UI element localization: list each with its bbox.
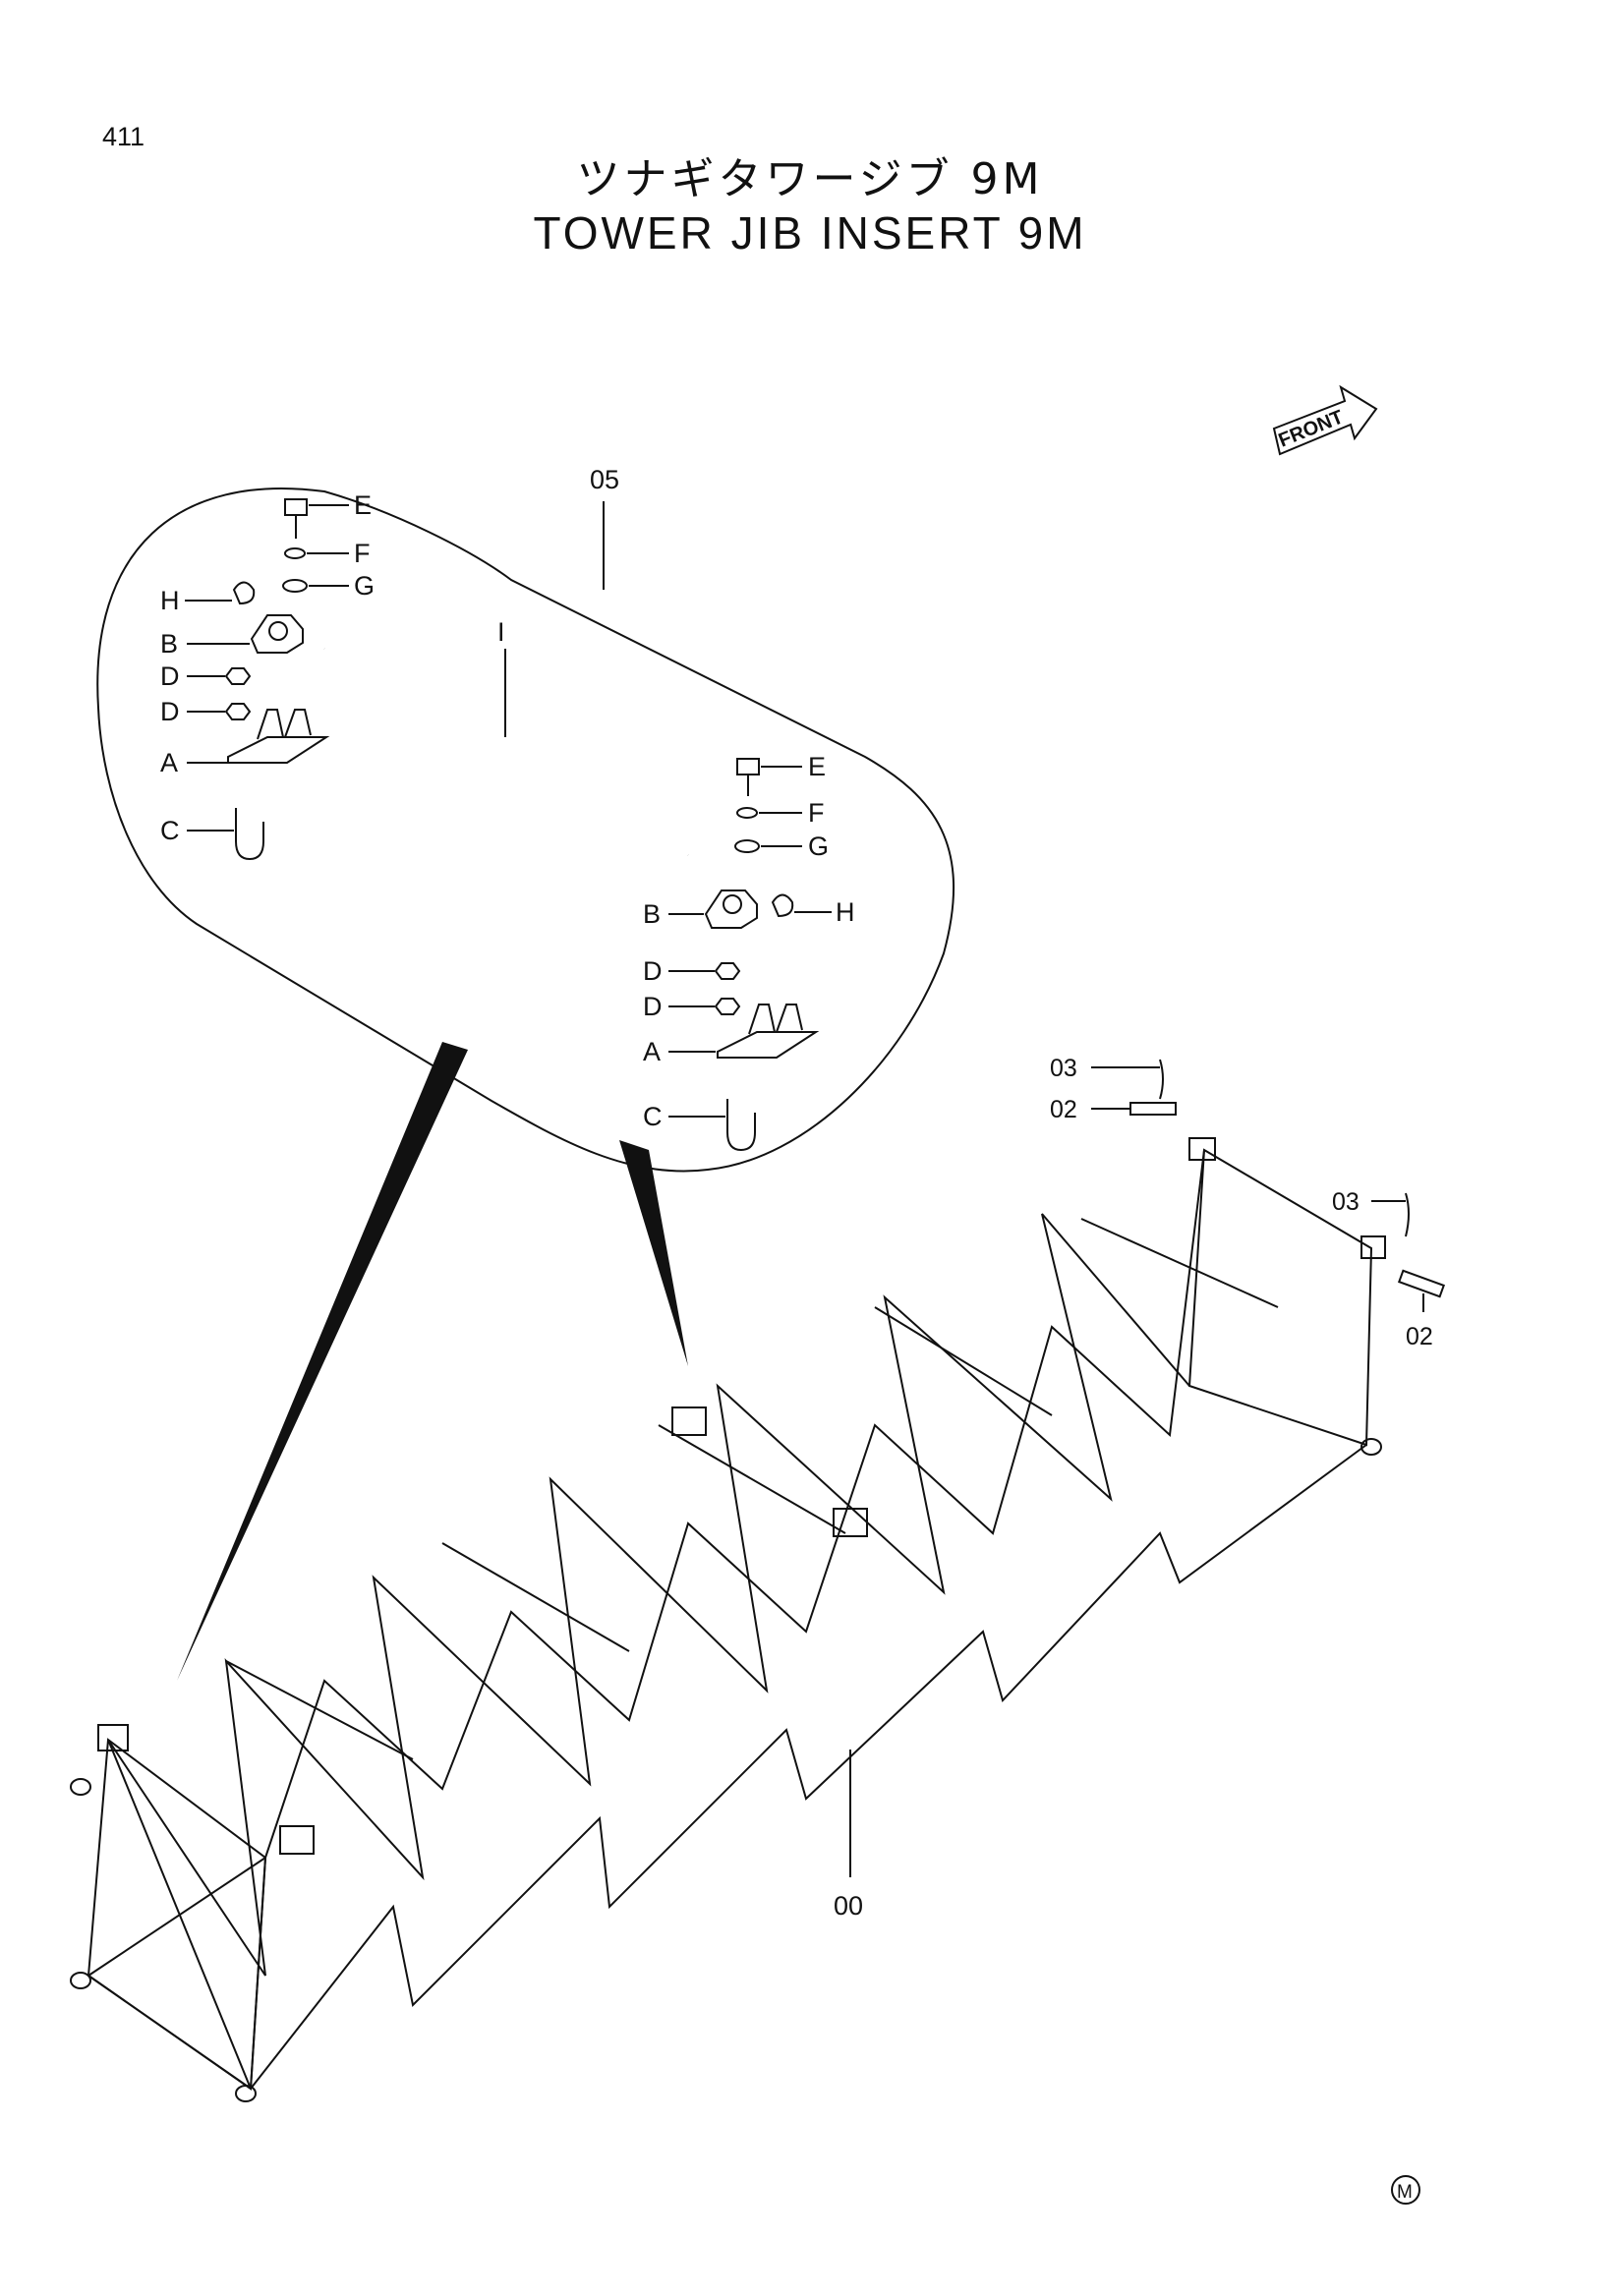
tube-label: I <box>497 617 505 647</box>
mark-icon: M <box>1391 2175 1420 2205</box>
left-label-g: G <box>354 571 375 601</box>
assembly-label: 05 <box>590 465 619 494</box>
left-label-d2: D <box>160 697 180 726</box>
pin-label-a: 02 <box>1050 1096 1077 1123</box>
left-label-b: B <box>160 629 178 659</box>
right-label-g: G <box>808 832 829 861</box>
mark-label: M <box>1397 2182 1413 2203</box>
left-label-f: F <box>354 539 371 568</box>
left-label-a: A <box>160 748 178 777</box>
page-number: 411 <box>102 122 145 151</box>
lattice-frame <box>70 1137 1386 2102</box>
title-japanese: ツナギタワージブ 9M <box>576 154 1044 204</box>
right-label-d2: D <box>643 992 663 1021</box>
detail-capsule <box>96 487 955 1681</box>
magnify-pointer-right <box>619 1140 688 1366</box>
front-arrow-icon: FRONT <box>1272 384 1378 456</box>
right-label-e: E <box>808 752 826 781</box>
magnify-pointer-left <box>177 1042 468 1681</box>
clip-label-a: 03 <box>1050 1055 1077 1082</box>
left-label-e: E <box>354 490 372 520</box>
tube-part: I <box>319 617 693 863</box>
right-label-b: B <box>643 899 661 929</box>
left-label-h: H <box>160 586 180 615</box>
clip-label-b: 03 <box>1332 1188 1360 1216</box>
left-label-c: C <box>160 816 180 845</box>
right-parts: E F G B H D D A C <box>643 752 855 1152</box>
right-label-h: H <box>836 897 855 927</box>
pin-label-b: 02 <box>1406 1323 1433 1350</box>
left-parts: E F G H B D D A C <box>160 490 375 861</box>
right-label-a: A <box>643 1037 661 1066</box>
right-label-f: F <box>808 798 825 828</box>
left-label-d1: D <box>160 661 180 691</box>
title-english: TOWER JIB INSERT 9M <box>533 207 1087 258</box>
main-frame-label: 00 <box>834 1891 863 1921</box>
right-label-c: C <box>643 1102 663 1131</box>
pin-callouts: 03 02 03 02 00 <box>834 1055 1446 1921</box>
right-label-d1: D <box>643 956 663 986</box>
